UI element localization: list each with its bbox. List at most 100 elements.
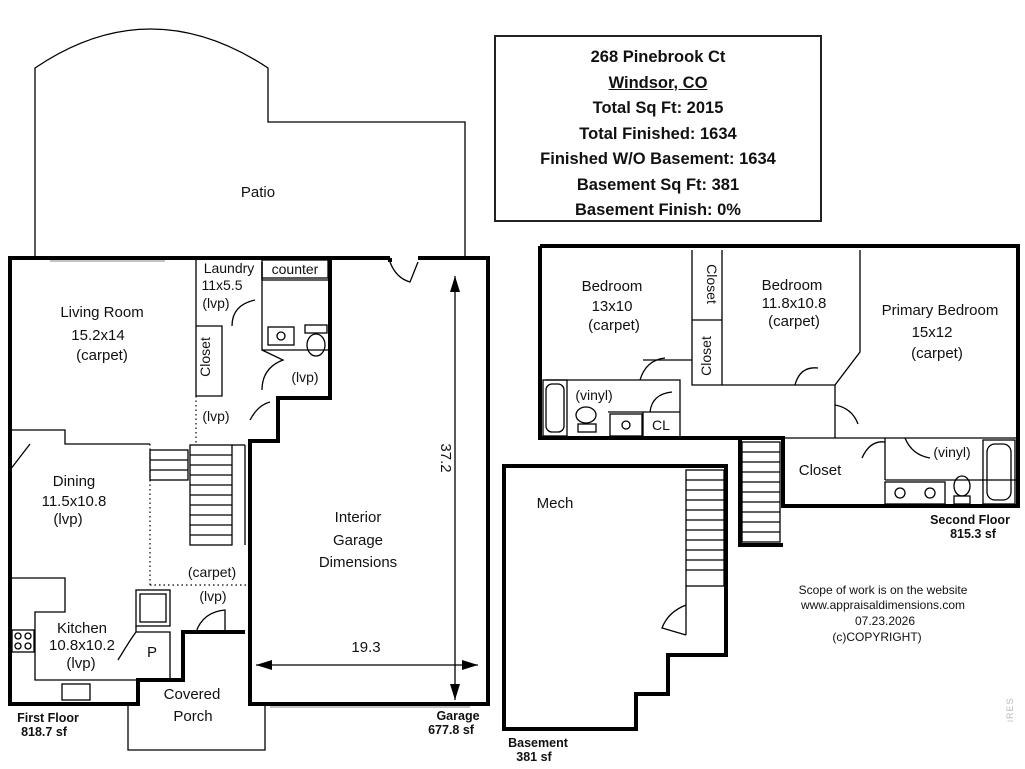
laundry-floor: (lvp) — [202, 295, 229, 311]
finished-wo-basement: Finished W/O Basement: 1634 — [540, 150, 776, 168]
stairs-floor: (carpet) — [188, 564, 236, 580]
bedroom2-floor: (carpet) — [768, 313, 820, 330]
entry-floor: (lvp) — [199, 588, 226, 604]
bathtub-left — [542, 379, 568, 437]
dining-floor: (lvp) — [53, 511, 82, 528]
garage-interior-line3: Dimensions — [319, 554, 397, 571]
primary-name: Primary Bedroom — [882, 302, 999, 319]
toilet-bowl — [306, 333, 326, 357]
patio-outline — [34, 28, 466, 258]
entry-door-arc — [195, 609, 226, 633]
total-finished: Total Finished: 1634 — [579, 124, 737, 143]
covered-porch — [127, 631, 266, 751]
basement-sqft: Basement Sq Ft: 381 — [576, 175, 740, 194]
porch-line1: Covered — [164, 686, 221, 703]
living-room-name: Living Room — [60, 304, 143, 321]
basement-stairs — [685, 469, 725, 587]
second-floor-label: Second Floor — [930, 513, 1010, 527]
mech-door — [661, 586, 687, 636]
primary-floor: (carpet) — [911, 345, 963, 362]
garage-walls — [248, 256, 490, 706]
living-room-floor: (carpet) — [76, 347, 128, 364]
primary-closet-label: Closet — [799, 462, 842, 479]
basement-finish: Basement Finish: 0% — [575, 201, 741, 219]
primary-door-arc — [834, 404, 859, 425]
note-date: 07.23.2026 — [855, 614, 915, 628]
address-street: 268 Pinebrook Ct — [590, 48, 726, 66]
porch-line2: Porch — [173, 708, 212, 725]
counter-label: counter — [272, 261, 319, 277]
note-website: www.appraisaldimensions.com — [800, 598, 965, 612]
garage-width: 19.3 — [351, 639, 380, 656]
basement-walls — [502, 464, 728, 731]
garage-interior-line2: Garage — [333, 532, 383, 549]
hall-floor: (lvp) — [202, 408, 229, 424]
first-floor-stairs — [149, 444, 246, 546]
garage-interior-line1: Interior — [335, 509, 382, 526]
cl-door-arc — [649, 391, 673, 413]
primary-bath-walls — [783, 437, 1018, 481]
double-sink — [884, 481, 946, 505]
kitchen-sink-icon — [61, 683, 91, 701]
note-scope: Scope of work is on the website — [799, 583, 968, 597]
dining-size: 11.5x10.8 — [42, 493, 107, 510]
bedroom1-size: 13x10 — [592, 298, 633, 315]
note-copyright: (c)COPYRIGHT) — [832, 630, 921, 644]
kitchen-counter — [10, 577, 138, 681]
property-info-box: 268 Pinebrook Ct Windsor, CO Total Sq Ft… — [494, 35, 822, 222]
watermark: iRES — [1005, 697, 1015, 722]
mech-label: Mech — [537, 495, 574, 512]
second-floor-sf: 815.3 sf — [950, 527, 997, 541]
first-floor-wall-right — [245, 256, 332, 632]
closet-b-label: Closet — [698, 336, 714, 376]
laundry-closet-label: Closet — [197, 337, 213, 377]
kitchen-size: 10.8x10.2 — [49, 637, 115, 654]
kitchen-name: Kitchen — [57, 620, 107, 637]
garage-sf: 677.8 sf — [428, 723, 475, 737]
bedroom1-name: Bedroom — [582, 278, 643, 295]
sink-fixture — [267, 326, 295, 346]
address-city: Windsor, CO — [608, 73, 708, 92]
garage-depth-dimension — [450, 276, 460, 700]
bath2-door-arc — [904, 437, 931, 459]
bath2-floor: (vinyl) — [933, 444, 970, 460]
cl-label: CL — [652, 417, 670, 433]
bath1-floor: (vinyl) — [575, 387, 612, 403]
hall-door-arc — [249, 401, 271, 421]
kitchen-floor: (lvp) — [66, 655, 95, 672]
closet-door-arc — [861, 441, 886, 459]
pantry-door-arc — [117, 631, 137, 661]
primary-size: 15x12 — [912, 324, 953, 341]
sink-left — [609, 413, 643, 437]
bedroom2-door-arc — [794, 367, 819, 386]
basement-label: Basement — [508, 736, 569, 750]
fridge — [135, 589, 171, 627]
closet-a-label: Closet — [704, 264, 720, 304]
toilet-left — [575, 406, 597, 424]
total-sqft: Total Sq Ft: 2015 — [592, 99, 724, 117]
garage-width-dimension — [256, 660, 478, 670]
basement-sf: 381 sf — [516, 750, 552, 764]
toilet-tank — [304, 324, 328, 334]
laundry-walls — [195, 258, 223, 397]
half-bath-door-arc — [261, 349, 285, 391]
bedroom1-floor: (carpet) — [588, 317, 640, 334]
dining-name: Dining — [53, 473, 96, 490]
first-floor-sf: 818.7 sf — [21, 725, 68, 739]
patio-label: Patio — [241, 184, 275, 201]
laundry-name: Laundry — [204, 260, 255, 276]
living-room-size: 15.2x14 — [71, 327, 124, 344]
dining-wall — [10, 429, 150, 445]
second-floor-stairs — [741, 441, 781, 543]
first-floor-label: First Floor — [17, 711, 79, 725]
bedroom-partitions — [643, 250, 861, 438]
pantry-walls — [135, 626, 171, 680]
laundry-size: 11x5.5 — [202, 277, 243, 293]
laundry-door-arc — [231, 299, 256, 327]
pantry-label: P — [147, 644, 157, 661]
garage-door-arc — [389, 261, 419, 283]
bath1-door-arc — [639, 357, 666, 381]
bedroom2-size: 11.8x10.8 — [762, 295, 827, 312]
bedroom2-name: Bedroom — [762, 277, 823, 294]
